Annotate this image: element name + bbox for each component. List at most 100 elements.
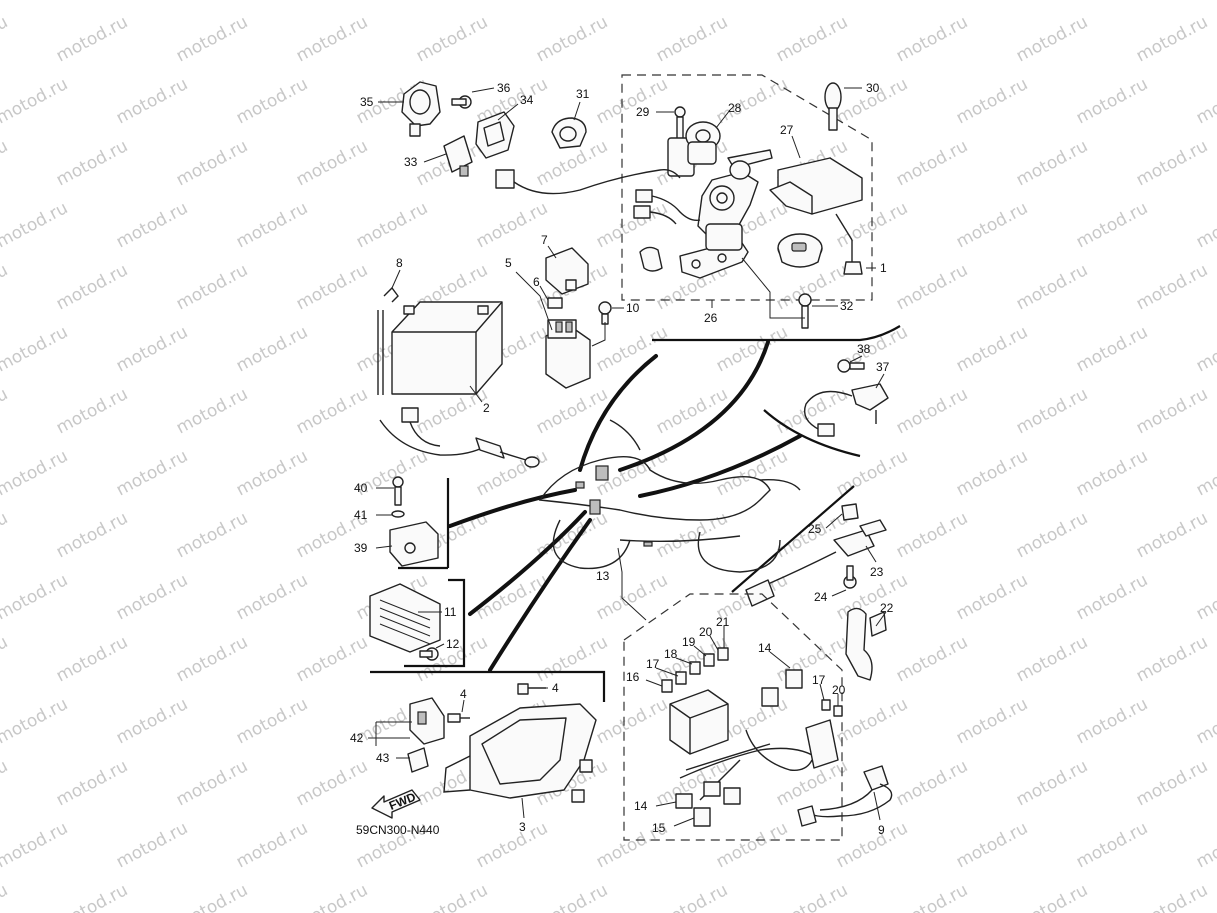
watermark-text: motod.ru <box>893 260 971 314</box>
watermark-text: motod.ru <box>173 508 251 562</box>
watermark-text: motod.ru <box>113 818 191 872</box>
clamp-22 <box>845 607 887 681</box>
callout-4b: 4 <box>552 681 559 695</box>
callout-20a: 20 <box>699 625 713 639</box>
callout-36: 36 <box>497 81 511 95</box>
sub-harness-9 <box>797 765 893 827</box>
watermark-text: motod.ru <box>0 12 11 66</box>
watermark-text: motod.ru <box>233 322 311 376</box>
watermark-text: motod.ru <box>1193 74 1217 128</box>
watermark-text: motod.ru <box>113 74 191 128</box>
callout-1: 1 <box>880 261 887 275</box>
watermark-text: motod.ru <box>173 880 251 913</box>
bolt-4-left <box>447 713 470 723</box>
watermark-text: motod.ru <box>833 446 911 500</box>
bolt-10 <box>598 301 612 325</box>
watermark-text: motod.ru <box>1193 694 1217 748</box>
watermark-text: motod.ru <box>773 756 851 810</box>
starter-relay-5 <box>545 319 591 389</box>
watermark-text: motod.ru <box>1133 384 1211 438</box>
watermark-text: motod.ru <box>1013 508 1091 562</box>
switch-wire-connectors <box>633 189 701 225</box>
bolt-32 <box>798 293 812 329</box>
callout-23: 23 <box>870 565 884 579</box>
watermark-text: motod.ru <box>1013 756 1091 810</box>
callout-33: 33 <box>404 155 418 169</box>
watermark-text: motod.ru <box>0 322 71 376</box>
watermark-text: motod.ru <box>1193 818 1217 872</box>
watermark-text: motod.ru <box>173 260 251 314</box>
watermark-text: motod.ru <box>653 880 731 913</box>
watermark-text: motod.ru <box>953 0 1031 4</box>
watermark-text: motod.ru <box>0 136 11 190</box>
watermark-text: motod.ru <box>1193 570 1217 624</box>
bolt-40 <box>392 476 404 506</box>
clip-31 <box>551 117 587 149</box>
watermark-text: motod.ru <box>1013 384 1091 438</box>
relay-42 <box>409 697 445 745</box>
nut-1 <box>843 261 863 275</box>
watermark-text: motod.ru <box>893 632 971 686</box>
watermark-text: motod.ru <box>953 322 1031 376</box>
callout-16: 16 <box>626 670 640 684</box>
bolt-29 <box>674 106 686 140</box>
relay-cover-7 <box>545 247 589 295</box>
watermark-text: motod.ru <box>533 632 611 686</box>
watermark-text: motod.ru <box>1193 446 1217 500</box>
watermark-text: motod.ru <box>1133 12 1211 66</box>
watermark-text: motod.ru <box>893 880 971 913</box>
watermark-text: motod.ru <box>53 136 131 190</box>
watermark-text: motod.ru <box>0 260 11 314</box>
callout-14a: 14 <box>758 641 772 655</box>
watermark-text: motod.ru <box>173 136 251 190</box>
callout-4a: 4 <box>460 687 467 701</box>
watermark-text: motod.ru <box>233 446 311 500</box>
watermark-text: motod.ru <box>53 756 131 810</box>
watermark-text: motod.ru <box>1013 136 1091 190</box>
cover-33 <box>443 135 473 177</box>
watermark-text: motod.ru <box>713 0 791 4</box>
callout-41: 41 <box>354 508 368 522</box>
watermark-text: motod.ru <box>1073 0 1151 4</box>
battery-band-8 <box>377 286 399 395</box>
callout-22: 22 <box>880 601 894 615</box>
fwd-arrow: FWD <box>371 789 421 819</box>
watermark-text: motod.ru <box>593 198 671 252</box>
callout-18: 18 <box>664 647 678 661</box>
callout-3: 3 <box>519 820 526 834</box>
watermark-text: motod.ru <box>0 508 11 562</box>
rectifier-11 <box>369 583 441 653</box>
watermark-text: motod.ru <box>53 508 131 562</box>
callout-38: 38 <box>857 342 871 356</box>
bolt-4-right <box>517 683 546 695</box>
sensor-23 <box>745 519 887 607</box>
watermark-text: motod.ru <box>113 446 191 500</box>
watermark-text: motod.ru <box>593 74 671 128</box>
watermark-text: motod.ru <box>293 260 371 314</box>
watermark-text: motod.ru <box>953 694 1031 748</box>
callout-30: 30 <box>866 81 880 95</box>
callout-31: 31 <box>576 87 590 101</box>
callout-19: 19 <box>682 635 696 649</box>
watermark-text: motod.ru <box>53 260 131 314</box>
watermark-text: motod.ru <box>1073 322 1151 376</box>
callout-2: 2 <box>483 401 490 415</box>
pointer-lines <box>448 340 802 672</box>
watermark-text: motod.ru <box>893 136 971 190</box>
watermark-text: motod.ru <box>0 384 11 438</box>
section-dividers <box>370 325 901 702</box>
watermark-text: motod.ru <box>113 570 191 624</box>
watermark-text: motod.ru <box>1013 880 1091 913</box>
watermark-text: motod.ru <box>653 12 731 66</box>
watermark-text: motod.ru <box>1073 818 1151 872</box>
callout-25: 25 <box>808 522 822 536</box>
watermark-text: motod.ru <box>233 0 311 4</box>
watermark-text: motod.ru <box>593 694 671 748</box>
watermark-text: motod.ru <box>0 880 11 913</box>
bolt-38 <box>837 359 865 373</box>
watermark-text: motod.ru <box>1133 756 1211 810</box>
immobilizer-unit-27 <box>769 157 863 262</box>
watermark-text: motod.ru <box>353 198 431 252</box>
watermark-text: motod.ru <box>1193 198 1217 252</box>
watermark-text: motod.ru <box>113 694 191 748</box>
